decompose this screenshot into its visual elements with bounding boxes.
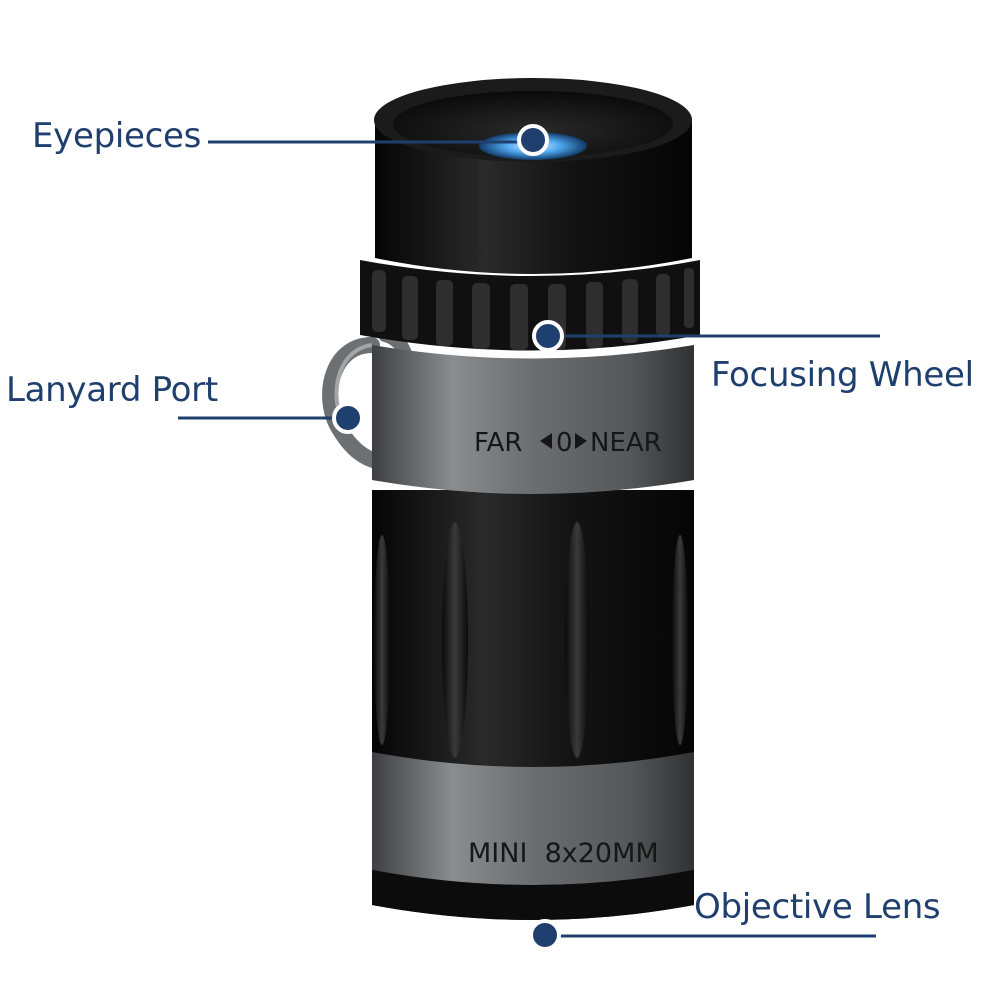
lanyard-port-label: Lanyard Port (6, 370, 218, 410)
focusing-marker-dot (532, 320, 564, 352)
objective-marker-dot (529, 919, 561, 951)
grip-ridge (442, 522, 468, 758)
focus-near-label: NEAR (590, 428, 662, 458)
focus-far-label: FAR (474, 428, 522, 458)
objective-lens-label: Objective Lens (694, 887, 941, 927)
eyepieces-label: Eyepieces (32, 116, 202, 156)
focus-metal-band (372, 345, 694, 494)
bottom-metal-band (372, 752, 694, 920)
lanyard-marker-dot (332, 402, 364, 434)
grip-ridge (672, 535, 688, 745)
grip-ridge (374, 535, 390, 745)
arrow-right-icon (575, 433, 587, 449)
eyepieces-marker-dot (517, 124, 549, 156)
focusing-wheel (360, 260, 700, 351)
eyecup (374, 78, 692, 274)
grip-ridge (565, 522, 589, 758)
focusing-wheel-label: Focusing Wheel (711, 355, 974, 395)
focus-zero-label: 0 (556, 428, 573, 458)
arrow-left-icon (540, 433, 552, 449)
model-engraving: MINI 8x20MM (468, 838, 659, 869)
